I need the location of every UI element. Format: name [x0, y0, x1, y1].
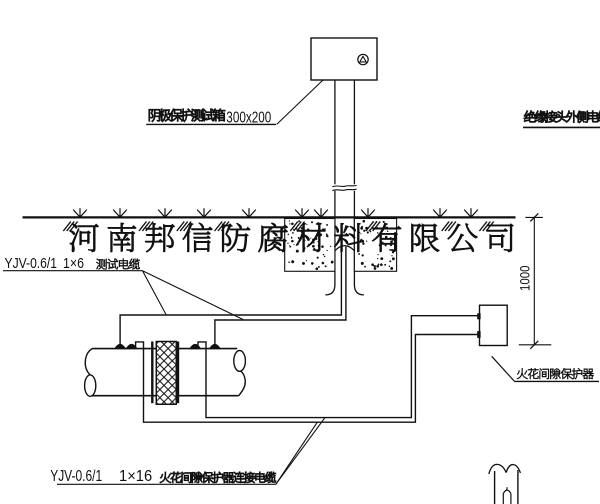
svg-text:YJV-0.6/1: YJV-0.6/1 [50, 468, 102, 485]
svg-text:1×6: 1×6 [63, 255, 84, 272]
svg-text:300x200: 300x200 [226, 109, 271, 126]
svg-text:1000: 1000 [517, 265, 533, 291]
svg-text:YJV-0.6/1: YJV-0.6/1 [5, 255, 58, 272]
svg-text:1×16: 1×16 [119, 468, 152, 485]
